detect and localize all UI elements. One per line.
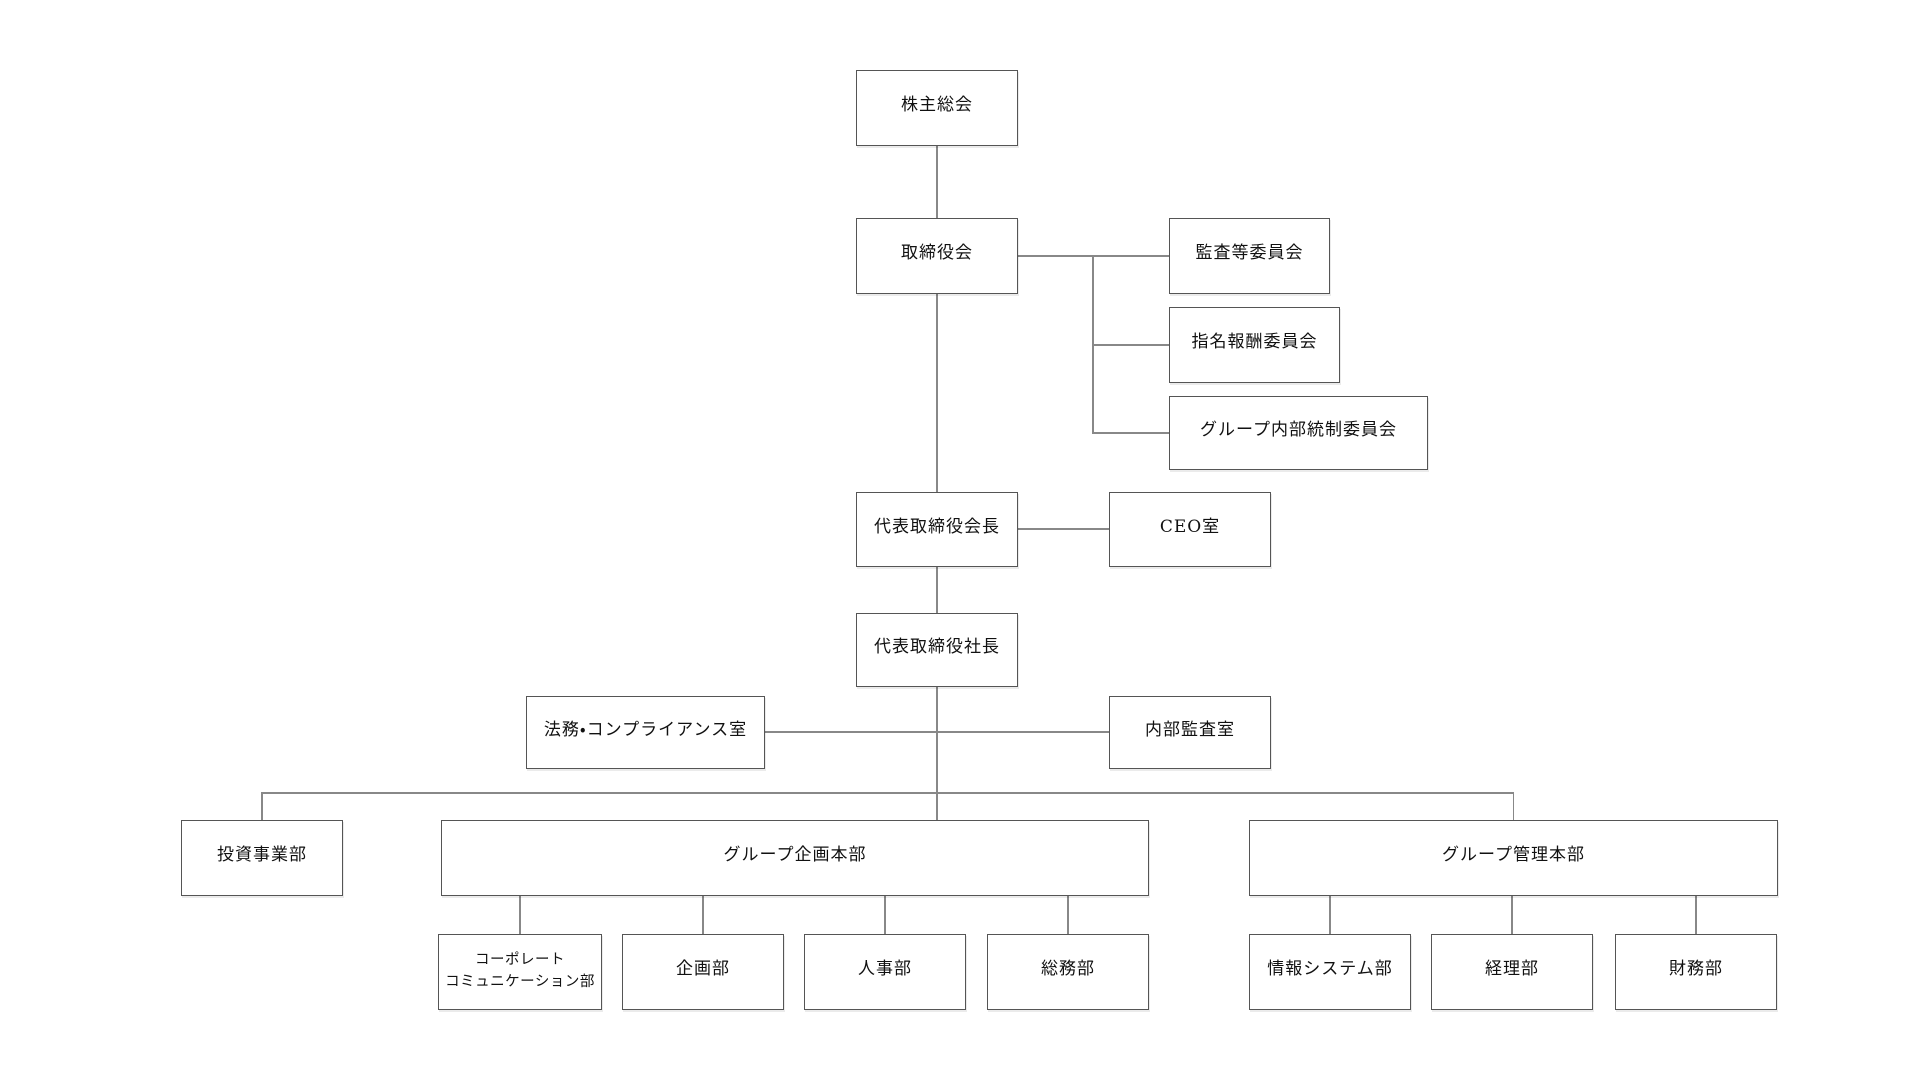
org-node-investment-business-dept: 投資事業部 (181, 820, 343, 896)
connector-drop-group-admin-hq (1512, 793, 1515, 820)
connector-distribution-horizontal (261, 792, 1515, 794)
org-node-information-systems-dept: 情報システム部 (1249, 934, 1411, 1010)
org-node-board-of-directors: 取締役会 (856, 218, 1018, 294)
org-node-president: 代表取締役社長 (856, 613, 1018, 687)
org-node-legal-compliance-office: 法務・コンプライアンス室 (526, 696, 765, 769)
org-node-group-planning-hq: グループ企画本部 (441, 820, 1149, 896)
connector-to-nomination-committee (1093, 344, 1169, 346)
connector-drop-investment (261, 793, 263, 820)
connector-drop-info-systems (1329, 896, 1331, 934)
connector-shareholders-to-board (936, 146, 938, 218)
org-node-audit-committee: 監査等委員会 (1169, 218, 1330, 294)
connector-drop-accounting (1511, 896, 1513, 934)
connector-chairman-to-ceo-office (1018, 528, 1109, 530)
org-node-corporate-communication-dept: コーポレート コミュニケーション部 (438, 934, 602, 1010)
connector-drop-general-affairs (1067, 896, 1069, 934)
org-node-internal-audit-office: 内部監査室 (1109, 696, 1271, 769)
connector-board-to-chairman (936, 294, 938, 492)
connector-drop-corporate-communication (519, 896, 521, 934)
org-node-planning-dept: 企画部 (622, 934, 784, 1010)
org-node-group-internal-control-committee: グループ内部統制委員会 (1169, 396, 1428, 470)
org-node-accounting-dept: 経理部 (1431, 934, 1593, 1010)
connector-legal-to-internal-audit (765, 731, 1109, 733)
connector-drop-hr (884, 896, 886, 934)
org-node-group-admin-hq: グループ管理本部 (1249, 820, 1778, 896)
org-node-nomination-remuneration-committee: 指名報酬委員会 (1169, 307, 1340, 383)
org-node-hr-dept: 人事部 (804, 934, 966, 1010)
connector-chairman-to-president (936, 567, 938, 613)
org-node-chairman: 代表取締役会長 (856, 492, 1018, 567)
connector-drop-finance (1695, 896, 1697, 934)
connector-to-internal-control-committee (1093, 432, 1169, 434)
org-node-ceo-office: CEO室 (1109, 492, 1271, 567)
org-node-finance-dept: 財務部 (1615, 934, 1777, 1010)
connector-drop-planning (702, 896, 704, 934)
org-node-general-affairs-dept: 総務部 (987, 934, 1149, 1010)
connector-president-to-departments (936, 687, 938, 820)
org-node-shareholders-meeting: 株主総会 (856, 70, 1018, 146)
